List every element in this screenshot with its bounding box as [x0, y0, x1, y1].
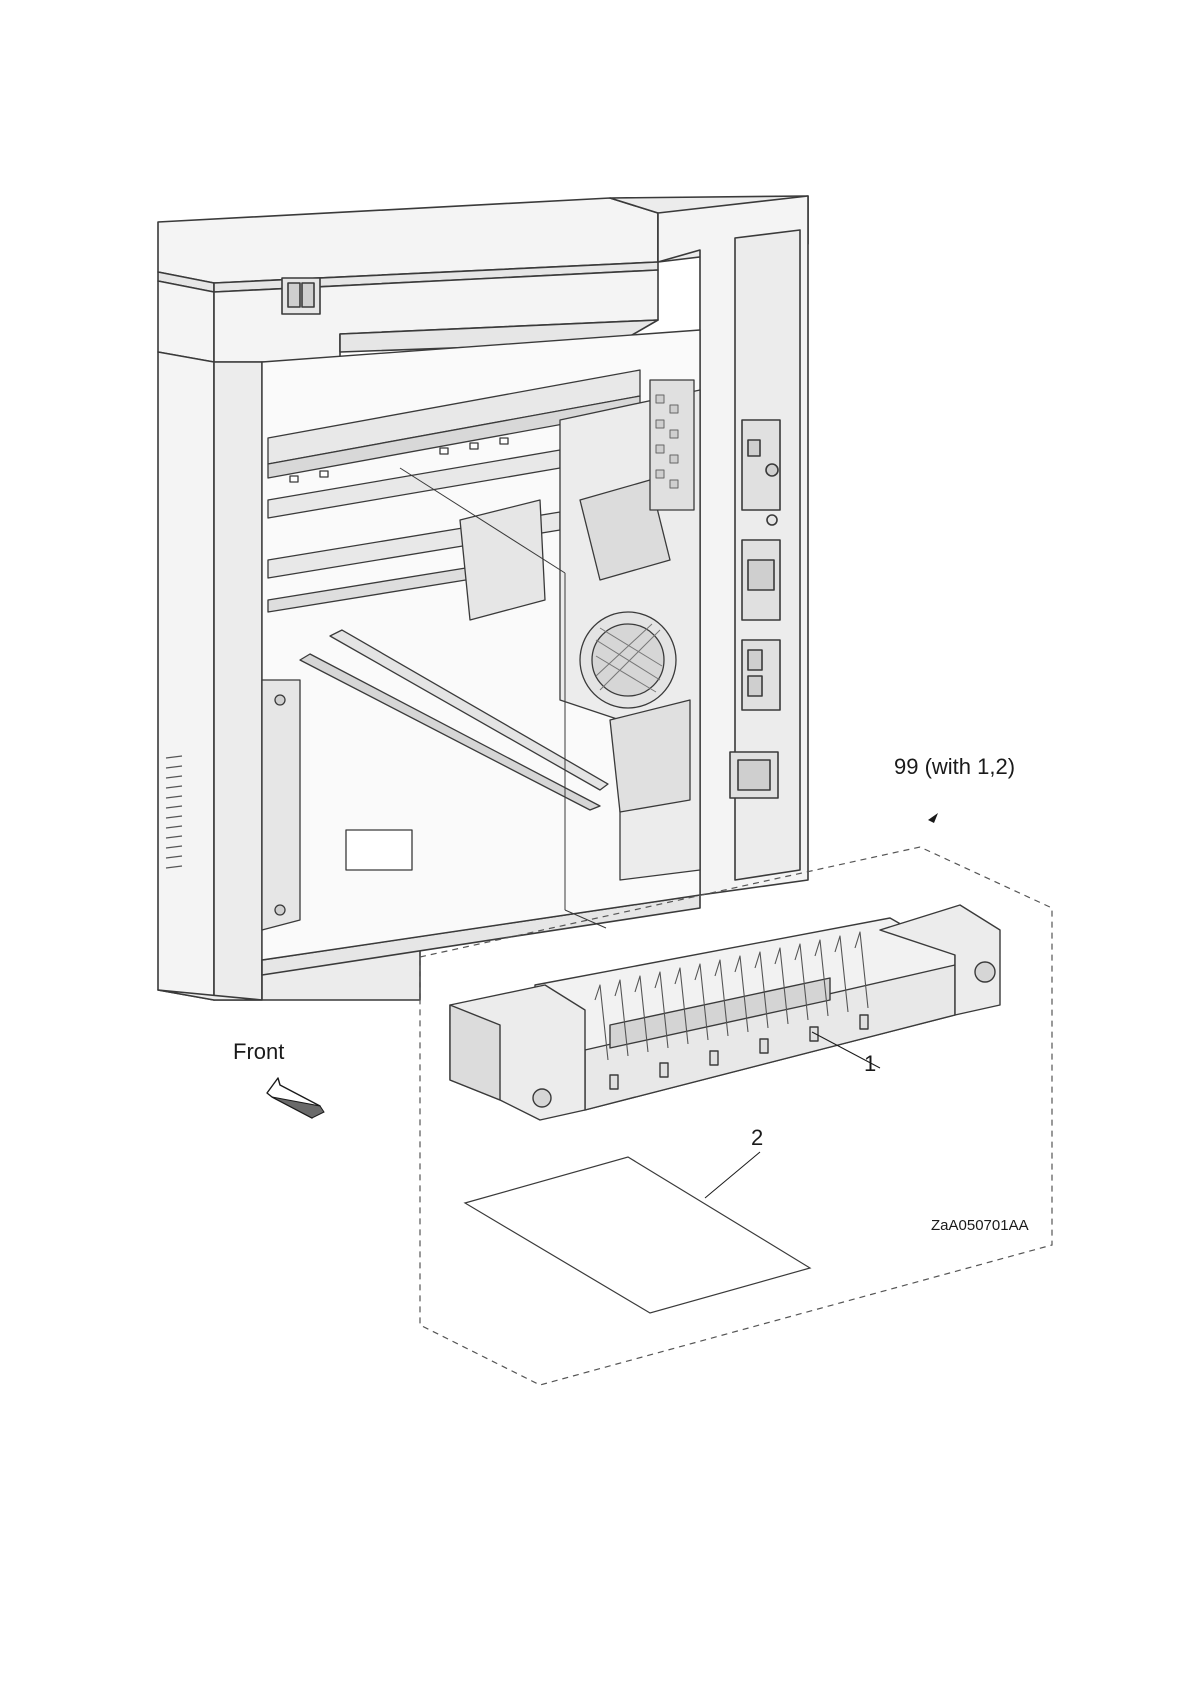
front-arrow-icon	[267, 1078, 324, 1118]
callout-part-1: 1	[864, 1053, 876, 1075]
instruction-sheet	[465, 1157, 810, 1313]
callout-part-2: 2	[751, 1127, 763, 1149]
printer-body	[158, 196, 808, 1000]
fuser-assembly	[450, 905, 1000, 1120]
figure-code: ZaA050701AA	[931, 1218, 1029, 1233]
front-direction-label: Front	[233, 1041, 284, 1063]
callout-assembly-99: 99 (with 1,2)	[894, 756, 1015, 778]
left-outer-shell	[158, 352, 262, 1000]
arrowhead-icon	[928, 813, 938, 823]
